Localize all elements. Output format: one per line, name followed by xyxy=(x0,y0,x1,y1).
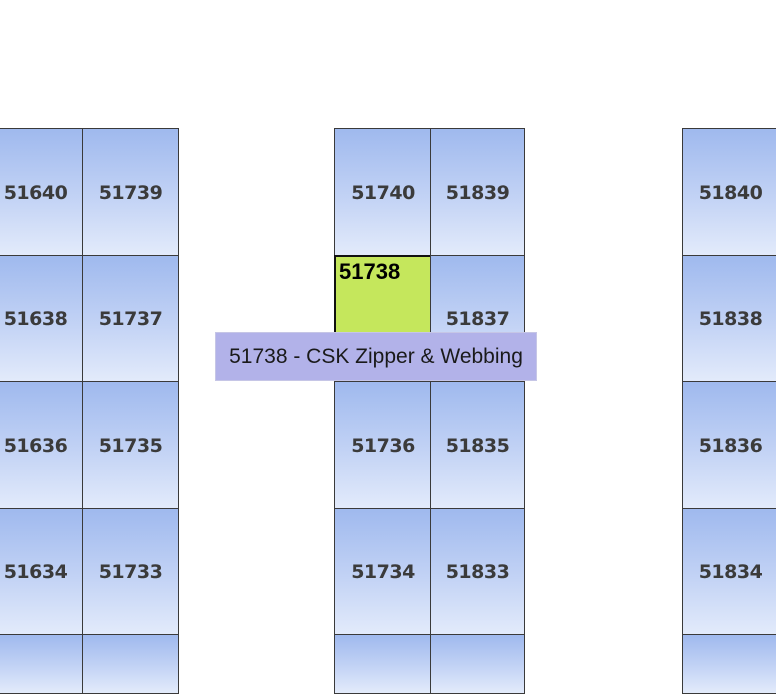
booth-tile[interactable]: 51733 xyxy=(82,508,179,636)
booth-tile[interactable]: 51739 xyxy=(82,128,179,257)
booth-tile[interactable]: 51836 xyxy=(682,381,776,510)
booth-tile[interactable]: 51640 xyxy=(0,128,84,257)
booth-tile[interactable] xyxy=(430,634,525,694)
booth-tile[interactable] xyxy=(0,634,84,694)
booth-tile[interactable]: 51634 xyxy=(0,508,84,636)
booth-tile[interactable]: 51736 xyxy=(334,381,432,510)
booth-tile[interactable]: 51740 xyxy=(334,128,432,257)
booth-tile[interactable]: 51735 xyxy=(82,381,179,510)
booth-tile[interactable] xyxy=(682,634,776,694)
booth-tile[interactable]: 51838 xyxy=(682,255,776,383)
booth-tile[interactable]: 51737 xyxy=(82,255,179,383)
booth-tile[interactable]: 51835 xyxy=(430,381,525,510)
floor-plan: 51640 51739 51638 51737 51636 51735 5163… xyxy=(0,128,776,694)
booth-tile[interactable]: 51638 xyxy=(0,255,84,383)
booth-tile[interactable]: 51839 xyxy=(430,128,525,257)
booth-tooltip: 51738 - CSK Zipper & Webbing xyxy=(215,332,537,381)
booth-tile[interactable] xyxy=(82,634,179,694)
booth-tile[interactable]: 51833 xyxy=(430,508,525,636)
booth-tile[interactable]: 51636 xyxy=(0,381,84,510)
booth-tile[interactable]: 51834 xyxy=(682,508,776,636)
booth-tile[interactable]: 51734 xyxy=(334,508,432,636)
booth-tile[interactable] xyxy=(334,634,432,694)
booth-tile[interactable]: 51840 xyxy=(682,128,776,257)
